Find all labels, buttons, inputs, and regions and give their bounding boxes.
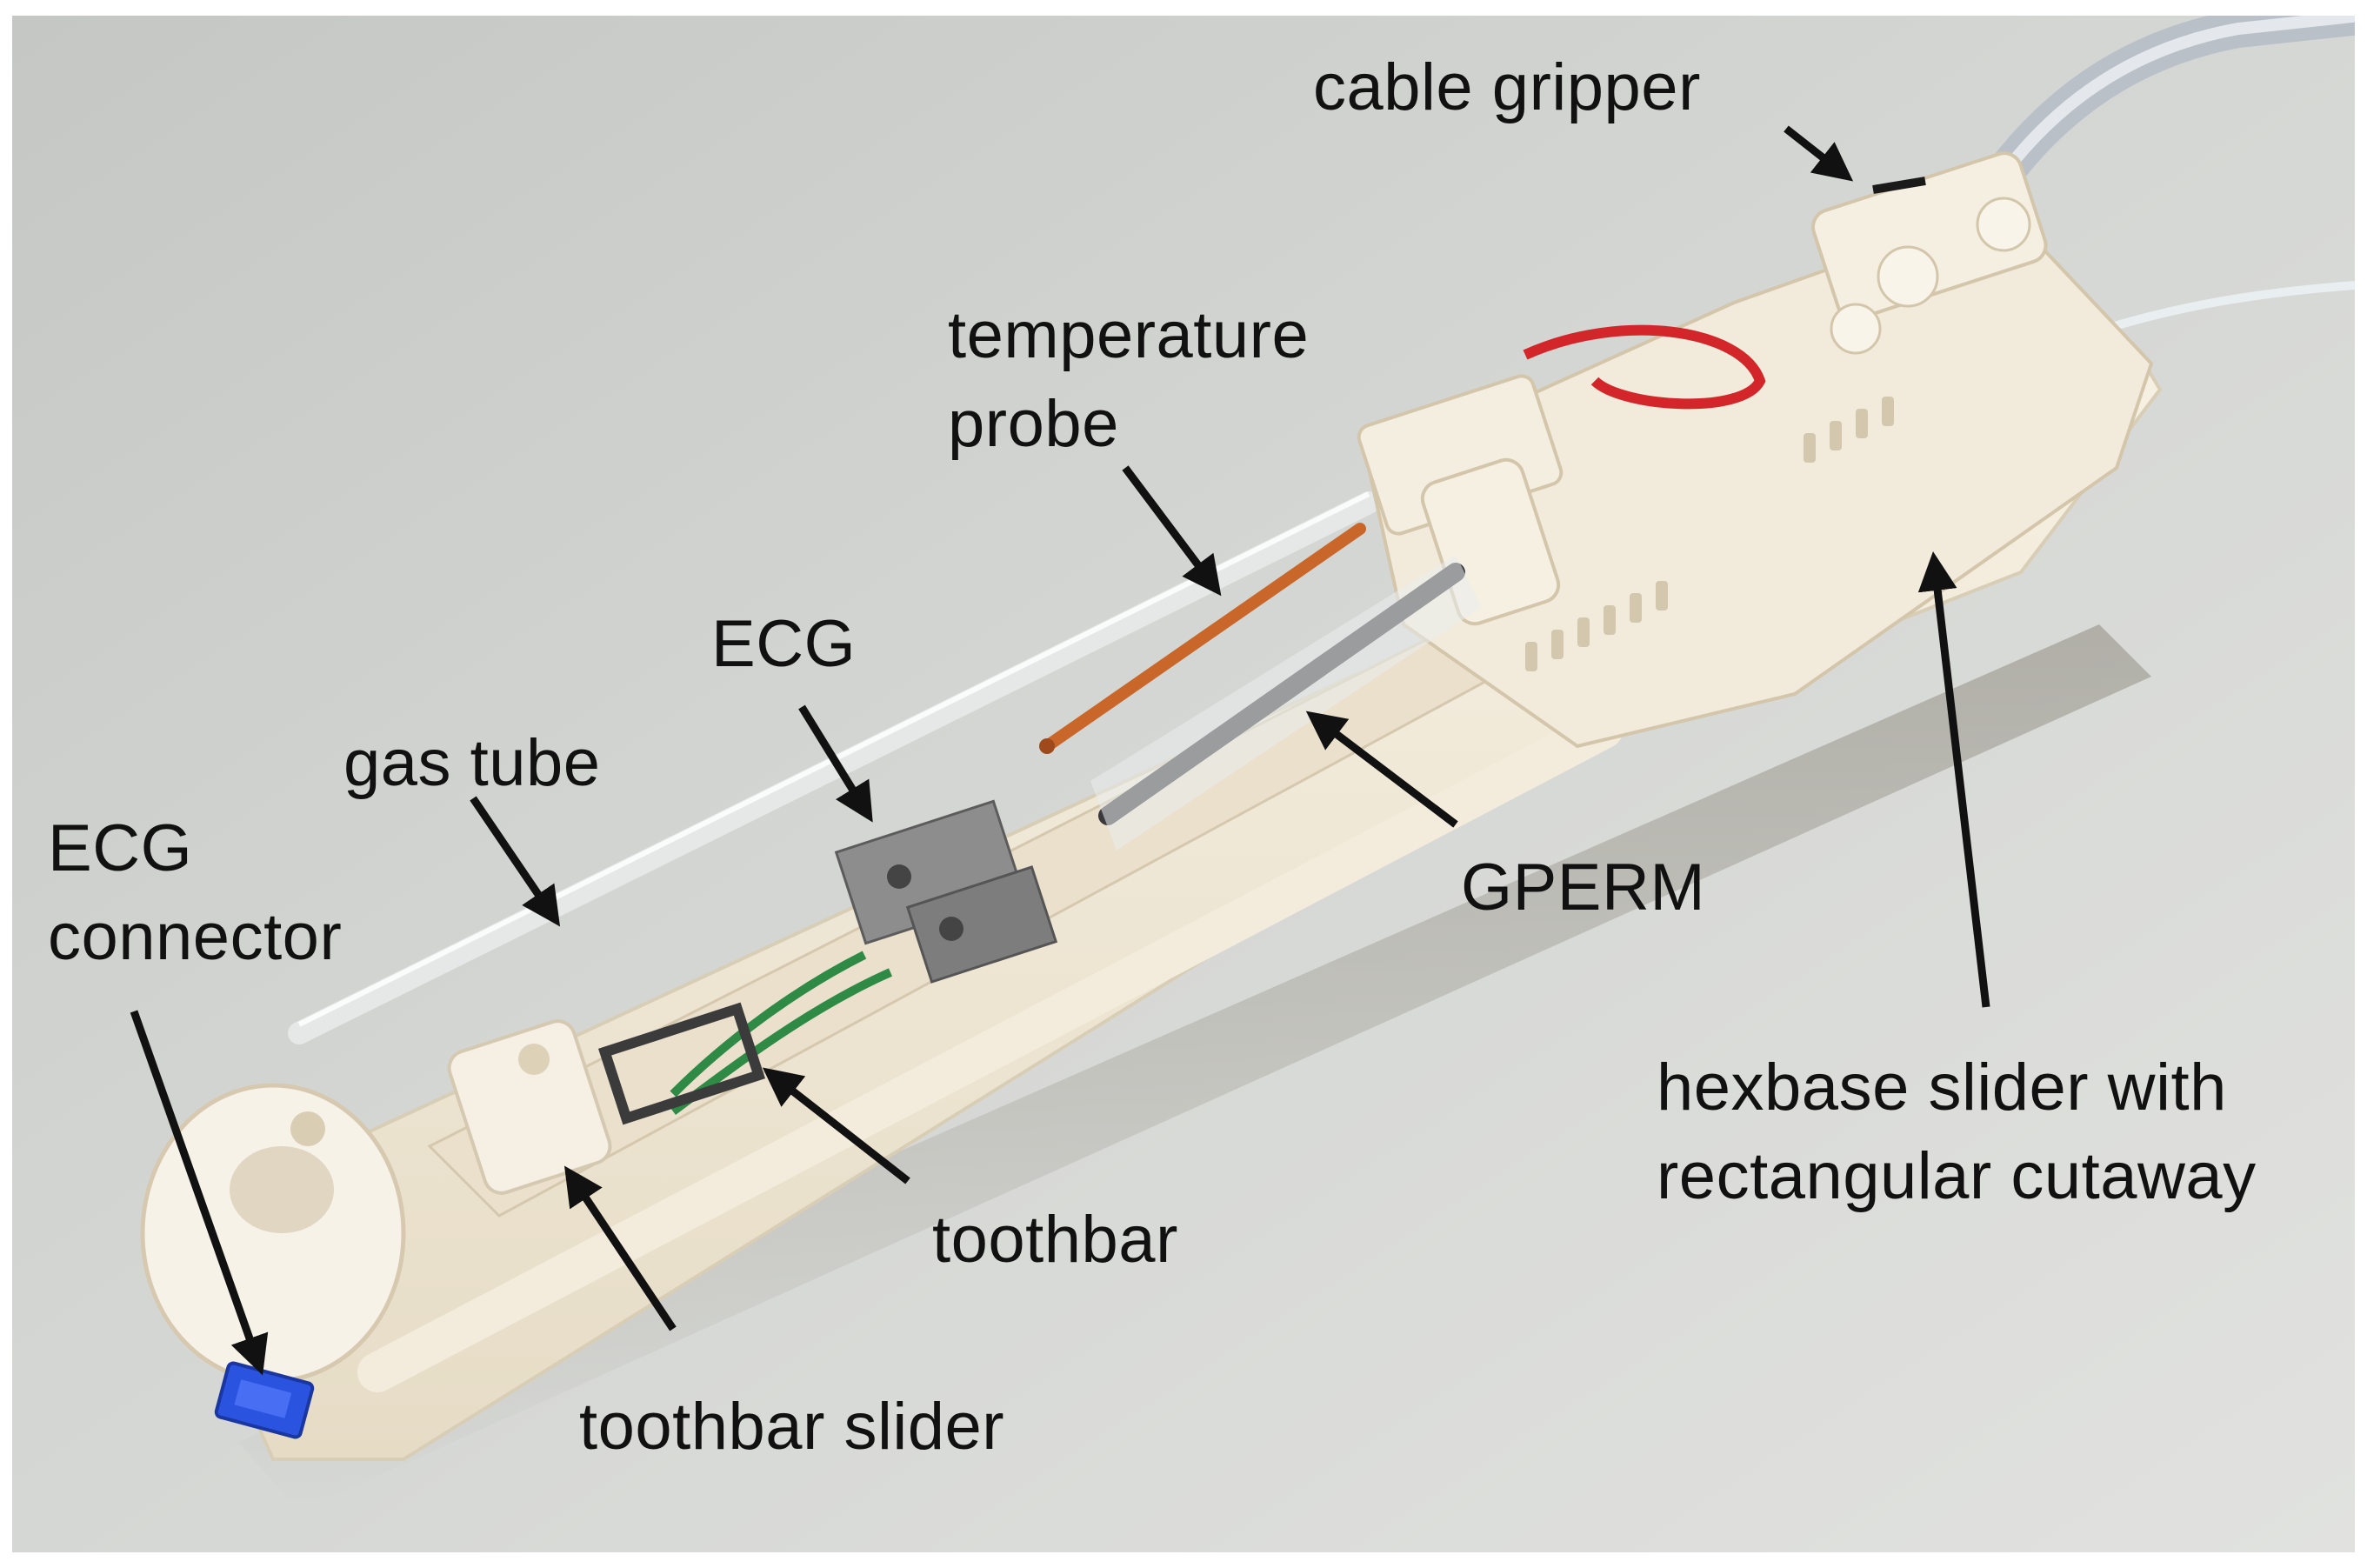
arrow-toothbar [762, 1067, 910, 1184]
label-hexbase-slider: hexbase slider with rectangular cutaway [1657, 1044, 2257, 1221]
cable-gripper [1810, 151, 2048, 355]
label-hexbase-slider-line2: rectangular cutaway [1657, 1139, 2257, 1213]
label-gperm-text: GPERM [1461, 851, 1706, 924]
hex-holes [1525, 397, 1894, 671]
arrow-hexbase [1917, 551, 1990, 1008]
label-toothbar-text: toothbar [932, 1203, 1178, 1277]
label-temperature-probe: temperature probe [948, 291, 1309, 469]
label-cable-gripper-text: cable gripper [1313, 50, 1701, 124]
arrow-ecg [798, 704, 873, 823]
label-toothbar-slider-text: toothbar slider [579, 1390, 1005, 1464]
front-rail [357, 709, 1624, 1392]
ecg-wire-1 [670, 951, 867, 1098]
arrow-ecg-connector [130, 1010, 269, 1376]
label-cable-gripper: cable gripper [1313, 43, 1701, 132]
red-wire [1523, 324, 1766, 410]
photo-scene [12, 16, 2355, 1552]
toothbar [597, 1002, 766, 1125]
label-ecg-text: ECG [711, 607, 857, 681]
label-toothbar-slider: toothbar slider [579, 1383, 1004, 1471]
temperature-probe-rod [1041, 523, 1366, 752]
arrow-gas-tube [470, 796, 561, 927]
label-toothbar: toothbar [932, 1196, 1178, 1284]
resonator-translucent [1090, 555, 1482, 851]
arrow-cable-gripper [1784, 125, 1854, 182]
hexbase-slider-block [1366, 204, 2154, 749]
label-temperature-probe-line2: probe [948, 387, 1119, 461]
holder-nose [140, 1083, 406, 1384]
probe-mount-block [1357, 374, 1564, 626]
arrow-gperm [1305, 711, 1458, 828]
photo [12, 16, 2355, 1552]
toothbar-slider [447, 1019, 612, 1195]
label-ecg-connector-line2: connector [48, 900, 343, 974]
label-hexbase-slider-line1: hexbase slider with [1657, 1051, 2227, 1124]
label-ecg: ECG [711, 600, 856, 689]
label-gperm: GPERM [1461, 844, 1705, 932]
arrow-toothbar-slider [564, 1165, 677, 1331]
label-ecg-connector-line1: ECG [48, 811, 193, 885]
label-ecg-connector: ECG connector [48, 804, 342, 982]
label-gas-tube-text: gas tube [343, 726, 601, 800]
holder-shadow [238, 624, 2151, 1511]
label-temperature-probe-line1: temperature [948, 298, 1310, 372]
arrow-temperature-probe [1122, 465, 1222, 597]
ecg-electrodes [834, 799, 1058, 984]
label-gas-tube: gas tube [343, 719, 601, 808]
